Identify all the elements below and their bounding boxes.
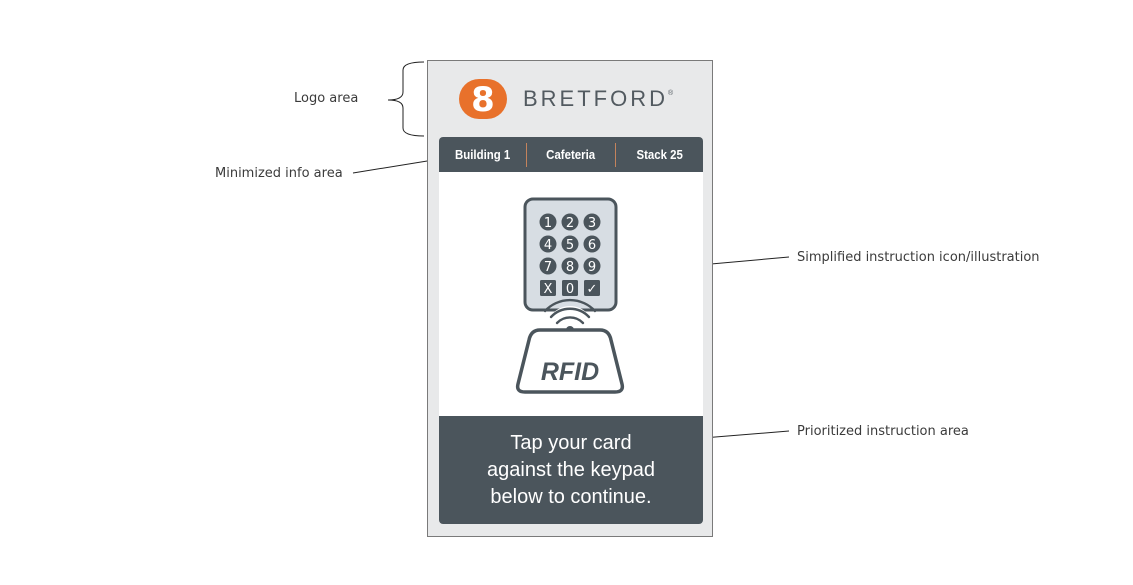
- logo-badge: [459, 79, 507, 119]
- annotation-instruction-area: Prioritized instruction area: [797, 424, 969, 439]
- instruction-area: Tap your card against the keypad below t…: [439, 416, 703, 524]
- keypad-key: 0: [562, 280, 578, 297]
- keypad-key: 7: [539, 257, 557, 275]
- keypad-key: ✓: [584, 280, 600, 297]
- keypad-key-shape: [539, 213, 557, 231]
- keypad-key-label: X: [544, 282, 553, 297]
- instruction-line: below to continue.: [490, 485, 652, 508]
- keypad-key-label: 6: [588, 238, 596, 253]
- keypad-key-label: 8: [566, 260, 574, 275]
- brand-name: BRETFORD®: [523, 86, 673, 112]
- keypad-key: 5: [561, 235, 579, 253]
- keypad-key-label: 0: [566, 282, 574, 297]
- keypad-key-shape: [539, 257, 557, 275]
- keypad-key-shape: [561, 213, 579, 231]
- keypad-key-label: 1: [544, 216, 552, 231]
- info-building: Building 1: [455, 147, 511, 162]
- keypad-key-shape: [584, 280, 600, 296]
- brand-name-text: BRETFORD: [523, 86, 668, 111]
- keypad-key-label: 5: [566, 238, 574, 253]
- keypad-key-label: 3: [588, 216, 596, 231]
- logo-glyph: 8: [471, 80, 495, 119]
- info-stack: Stack 25: [636, 147, 683, 162]
- keypad-key-shape: [583, 213, 601, 231]
- info-location: Cafeteria: [546, 147, 596, 162]
- keypad-key-label: ✓: [587, 282, 598, 297]
- keypad-key-label: 9: [588, 260, 596, 275]
- logo-area-bracket: [387, 61, 425, 137]
- annotation-info-area: Minimized info area: [215, 166, 343, 181]
- keypad-key: 1: [539, 213, 557, 231]
- annotation-logo-area: Logo area: [294, 91, 359, 106]
- keypad-key: 3: [583, 213, 601, 231]
- info-separator: [614, 142, 616, 167]
- keypad-key-shape: [561, 257, 579, 275]
- keypad-key-shape: [539, 235, 557, 253]
- keypad-key-shape: [583, 235, 601, 253]
- instruction-line: Tap your card: [510, 431, 632, 454]
- logo-area: 8 BRETFORD®: [428, 61, 712, 137]
- keypad-key-label: 4: [544, 238, 552, 253]
- trademark-symbol: ®: [668, 89, 674, 97]
- keypad-key: 9: [583, 257, 601, 275]
- keypad-key-label: 2: [566, 216, 574, 231]
- keypad-key: 2: [561, 213, 579, 231]
- keypad-key-shape: [562, 280, 578, 296]
- bretford-logo-icon: 8: [459, 79, 507, 119]
- info-bar: Building 1 Cafeteria Stack 25: [439, 137, 703, 172]
- kiosk-screen: 8 BRETFORD® Building 1 Cafeteria Stack 2…: [427, 60, 713, 537]
- keypad-key-shape: [540, 280, 556, 296]
- rfid-label: RFID: [541, 358, 599, 386]
- wireless-signal-icon: [543, 298, 597, 325]
- instruction-line: against the keypad: [487, 458, 655, 481]
- keypad-key: 8: [561, 257, 579, 275]
- keypad-key-shape: [583, 257, 601, 275]
- rfid-reader-icon: [515, 328, 625, 394]
- keypad-key: 6: [583, 235, 601, 253]
- annotation-icon-area: Simplified instruction icon/illustration: [797, 250, 1040, 265]
- keypad-key-label: 7: [544, 260, 552, 275]
- keypad-key: 4: [539, 235, 557, 253]
- keypad-key-shape: [561, 235, 579, 253]
- keypad-key: X: [540, 280, 556, 297]
- info-separator: [526, 142, 528, 167]
